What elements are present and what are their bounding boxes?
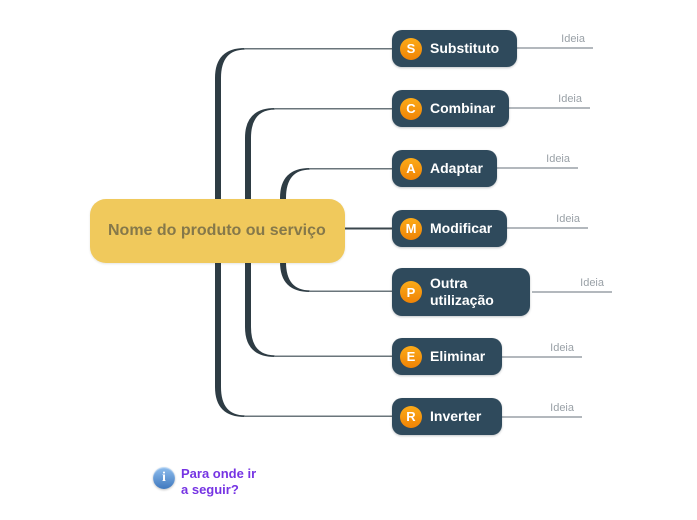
info-icon-glyph: i (162, 470, 166, 485)
node-label-outra-utilizacao: Outra utilização (430, 275, 494, 308)
letter-badge-s: S (400, 37, 422, 60)
footer-note-link[interactable]: Para onde ir a seguir? (181, 466, 256, 499)
idea-placeholder-eliminar[interactable]: Ideia (550, 342, 574, 354)
info-icon[interactable]: i (153, 467, 175, 489)
letter-badge-p: P (400, 281, 422, 303)
central-topic-label: Nome do produto ou serviço (108, 222, 326, 240)
trunk-inverter (215, 256, 245, 417)
node-label-adaptar: Adaptar (430, 160, 483, 177)
node-adaptar[interactable]: A Adaptar (392, 150, 497, 187)
node-outra-utilizacao[interactable]: P Outra utilização (392, 268, 530, 316)
footer-note-line1: Para onde ir (181, 466, 257, 481)
trunk-outra-utilizacao (280, 256, 310, 292)
letter-badge-a: A (400, 157, 422, 180)
idea-placeholder-inverter[interactable]: Ideia (550, 402, 574, 414)
trunk-combinar (245, 108, 275, 206)
idea-placeholder-modificar[interactable]: Ideia (556, 213, 580, 225)
node-substituto[interactable]: S Substituto (392, 30, 517, 67)
node-combinar[interactable]: C Combinar (392, 90, 509, 127)
node-eliminar[interactable]: E Eliminar (392, 338, 502, 375)
letter-badge-r: R (400, 405, 422, 428)
trunk-adaptar (280, 168, 310, 206)
letter-badge-m: M (400, 217, 422, 240)
trunk-substituto (215, 48, 245, 206)
footer-note-line2: a seguir? (181, 482, 239, 498)
central-topic-node[interactable]: Nome do produto ou serviço (90, 199, 345, 263)
node-label-combinar: Combinar (430, 100, 496, 117)
node-inverter[interactable]: R Inverter (392, 398, 502, 435)
idea-placeholder-adaptar[interactable]: Ideia (546, 153, 570, 165)
node-modificar[interactable]: M Modificar (392, 210, 507, 247)
node-label-eliminar: Eliminar (430, 348, 486, 365)
node-label-inverter: Inverter (430, 408, 482, 425)
idea-placeholder-substituto[interactable]: Ideia (561, 33, 585, 45)
idea-placeholder-combinar[interactable]: Ideia (558, 93, 582, 105)
trunk-eliminar (245, 256, 275, 357)
node-label-substituto: Substituto (430, 40, 500, 57)
letter-badge-e: E (400, 345, 422, 368)
node-label-modificar: Modificar (430, 220, 493, 237)
idea-placeholder-outra-utilizacao[interactable]: Ideia (580, 277, 604, 289)
letter-badge-c: C (400, 97, 422, 120)
